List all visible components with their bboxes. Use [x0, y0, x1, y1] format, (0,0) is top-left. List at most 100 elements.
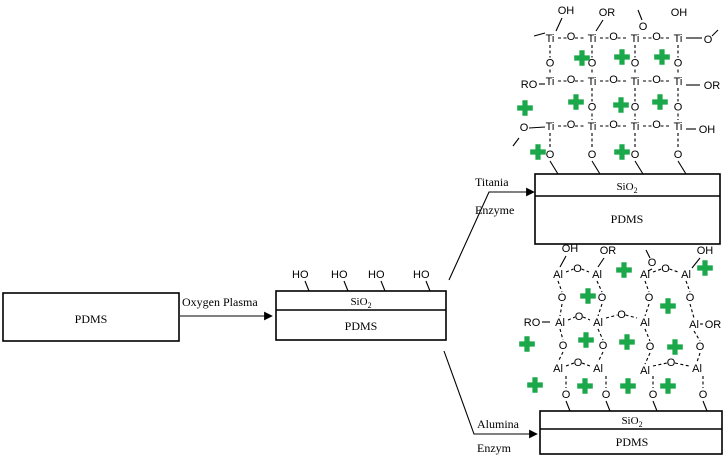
- alkoxy-terminal: OR: [600, 245, 617, 257]
- bond-line: [645, 249, 651, 259]
- bond-line: [596, 280, 603, 293]
- oxygen-atom: O: [573, 263, 582, 275]
- bond-line: [597, 257, 605, 268]
- bond-line: [597, 351, 604, 363]
- enzyme-cross-icon: [660, 298, 676, 314]
- enzyme-cross-icon: [568, 94, 584, 110]
- bond-line: [565, 400, 571, 412]
- oxygen-atom: O: [598, 292, 607, 304]
- bond-line: [559, 328, 564, 341]
- bond-line: [565, 362, 575, 367]
- bond-line: [528, 126, 546, 129]
- oxygen-atom: O: [567, 74, 576, 86]
- oxygen-atom: O: [520, 122, 529, 134]
- ti-atom: Ti: [588, 33, 597, 45]
- oxygen-atom: O: [631, 149, 640, 161]
- bond-line: [652, 362, 668, 367]
- oxygen-atom: O: [661, 263, 670, 275]
- oxygen-atom: O: [667, 357, 676, 369]
- bond-line: [555, 17, 563, 32]
- bond-line: [637, 9, 643, 21]
- ho-group: HO: [292, 269, 309, 281]
- bond-line: [669, 268, 679, 273]
- bond-line: [595, 19, 604, 32]
- enzyme-cross-shape: [614, 144, 630, 160]
- oxygen-atom: O: [602, 389, 611, 401]
- ti-atom: Ti: [546, 33, 555, 45]
- ti-atom: Ti: [588, 76, 597, 88]
- enzyme-cross-icon: [580, 288, 596, 304]
- bond-line: [689, 303, 695, 319]
- oxygen-atom: O: [652, 31, 661, 43]
- middle-substrate: [275, 290, 447, 341]
- enzyme-cross-icon: [519, 336, 535, 352]
- bond-line: [605, 314, 618, 319]
- bond-line: [644, 303, 650, 317]
- hydroxyl-groups: HO HO HO HO: [292, 269, 431, 292]
- alumina-label: Alumina: [477, 417, 520, 431]
- oxygen-atom: O: [617, 309, 626, 321]
- hydroxyl-terminal: OH: [699, 124, 716, 136]
- bond-line: [559, 255, 567, 268]
- bond-line: [567, 316, 576, 321]
- ti-atom: Ti: [588, 121, 597, 133]
- oxygen-atom: O: [599, 340, 608, 352]
- aluminium-atom: Al: [553, 363, 563, 375]
- oxygen-atom: O: [567, 31, 576, 43]
- enzyme-cross-shape: [613, 97, 629, 113]
- bond-line: [644, 280, 650, 293]
- alkoxy-terminal: RO: [524, 317, 541, 329]
- ho-group: HO: [331, 269, 348, 281]
- ho-group: HO: [413, 269, 430, 281]
- middle-pdms-label: PDMS: [345, 319, 378, 333]
- ti-atom: Ti: [674, 33, 683, 45]
- oxygen-atom: O: [646, 341, 655, 353]
- ti-atom: Ti: [631, 76, 640, 88]
- titania-label: Titania: [475, 175, 509, 189]
- hydroxyl-terminal: OH: [562, 243, 579, 255]
- titania-sio2-label: SiO2: [616, 181, 637, 195]
- aluminium-atom: Al: [592, 269, 602, 281]
- enzyme-label-top: Enzyme: [475, 203, 514, 217]
- oxygen-atom: O: [588, 58, 597, 70]
- bond-line: [693, 330, 701, 342]
- enzyme-cross-shape: [577, 378, 593, 394]
- bond-line: [634, 160, 644, 175]
- bond-line: [652, 268, 662, 273]
- enzyme-cross-shape: [517, 100, 533, 116]
- oxygen-atom: O: [674, 58, 683, 70]
- pdms-label-initial: PDMS: [75, 312, 108, 326]
- bond-line: [696, 352, 701, 363]
- oxygen-atom: O: [574, 357, 583, 369]
- enzyme-cross-icon: [614, 49, 630, 65]
- alumina-substrate: [539, 410, 723, 455]
- enzyme-label-bottom: Enzym: [477, 441, 512, 455]
- alkoxy-terminal: RO: [521, 79, 538, 91]
- oxygen-atom: O: [674, 102, 683, 114]
- alumina-sio2-label: SiO2: [621, 415, 642, 429]
- enzyme-cross-shape: [519, 336, 535, 352]
- bond-line: [559, 303, 563, 317]
- enzyme-cross-shape: [654, 49, 670, 65]
- hydroxyl-terminal: OH: [558, 5, 575, 17]
- bond-line: [512, 137, 520, 147]
- enzyme-cross-icon: [530, 144, 546, 160]
- ti-atom: Ti: [631, 121, 640, 133]
- enzyme-cross-icon: [517, 100, 533, 116]
- bond-line: [533, 32, 546, 37]
- bond-line: [677, 160, 687, 175]
- enzyme-cross-shape: [574, 50, 590, 66]
- titania-branch-arrow: [448, 187, 535, 281]
- alumina-branch-arrow: [443, 350, 538, 439]
- aluminium-atom: Al: [640, 317, 650, 329]
- enzyme-cross-icon: [614, 144, 630, 160]
- oxygen-atom: O: [588, 102, 597, 114]
- enzyme-cross-shape: [614, 49, 630, 65]
- aluminium-atom: Al: [593, 317, 603, 329]
- enzyme-cross-icon: [652, 94, 668, 110]
- enzyme-cross-icon: [697, 260, 713, 276]
- enzyme-cross-icon: [667, 339, 683, 355]
- oxygen-plasma-label: Oxygen Plasma: [182, 295, 258, 309]
- bond-line: [597, 303, 603, 317]
- enzyme-cross-shape: [527, 377, 543, 393]
